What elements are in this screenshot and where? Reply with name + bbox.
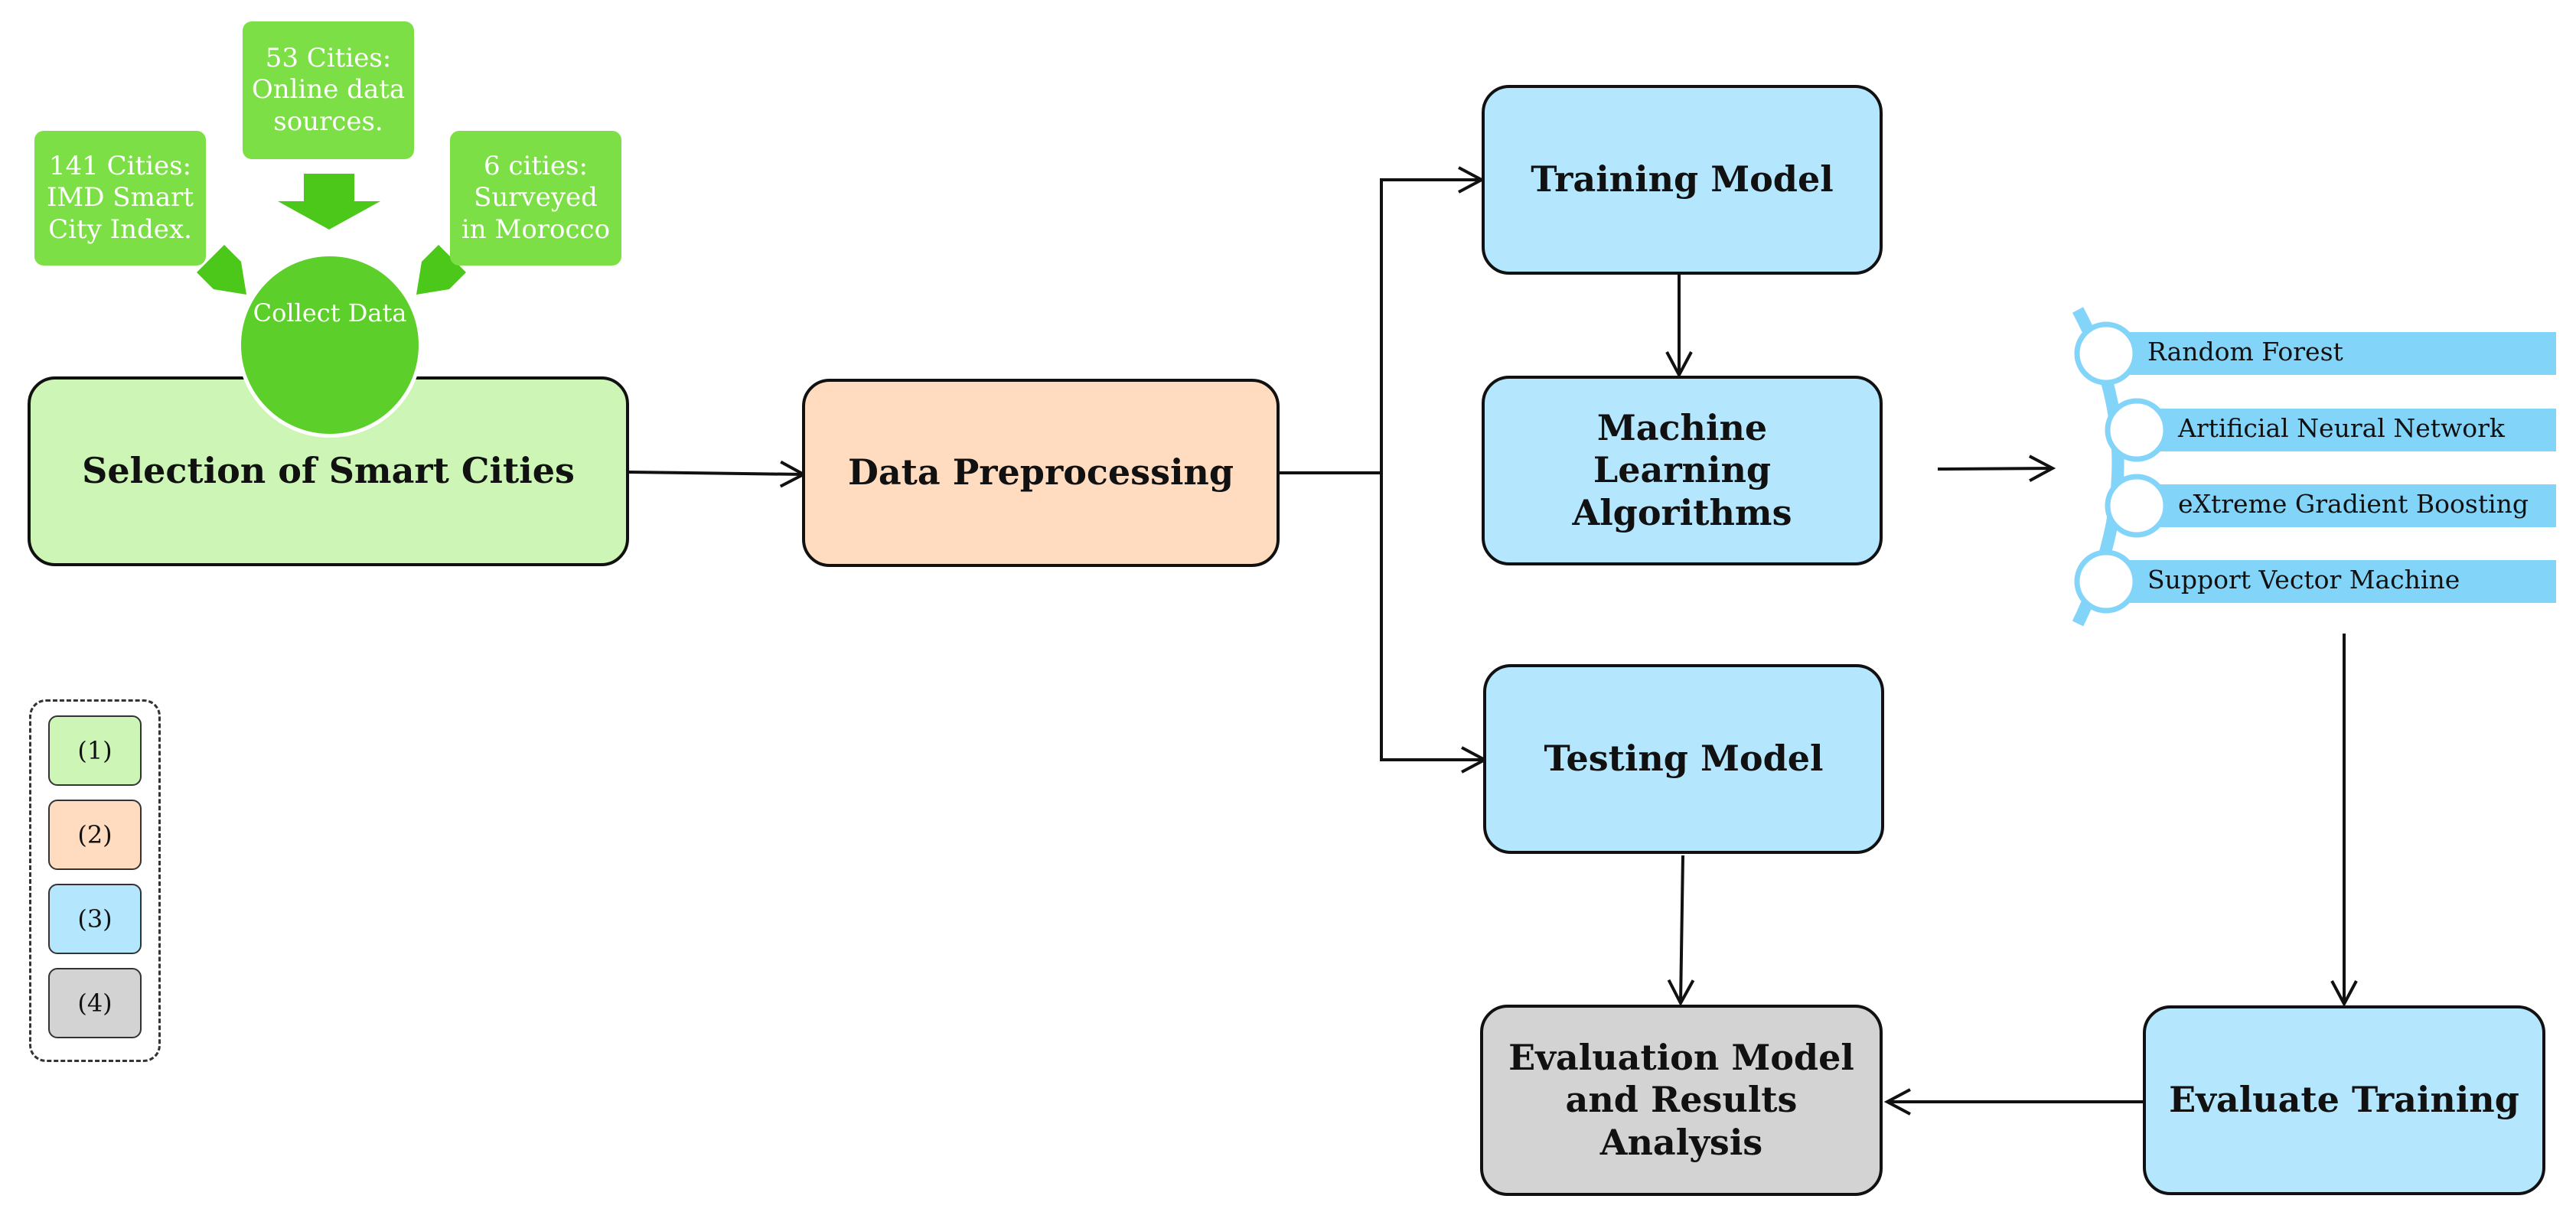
source-imd-index: 141 Cities: IMD Smart City Index.	[34, 131, 206, 266]
algo-bar-2	[2137, 409, 2556, 451]
testing-model-box: Testing Model	[1483, 664, 1884, 854]
algo-circle-2	[2105, 398, 2169, 462]
algorithm-artificial-neural-network: Artificial Neural Network	[2178, 413, 2505, 443]
arrow-to-training	[1380, 166, 1485, 473]
source-arrow-left	[197, 245, 246, 295]
machine-learning-algorithms-box: Machine Learning Algorithms	[1482, 376, 1883, 565]
training-model-box: Training Model	[1482, 85, 1883, 275]
source-online-data: 53 Cities: Online data sources.	[243, 21, 414, 159]
algorithm-xgboost: eXtreme Gradient Boosting	[2178, 489, 2529, 519]
source-morocco-survey: 6 cities: Surveyed in Morocco	[450, 131, 621, 266]
legend: (1) (2) (3) (4)	[29, 699, 161, 1062]
arrow-selection-to-preprocessing	[628, 460, 807, 488]
arrow-testing-to-evaluation	[1667, 855, 1695, 1007]
collect-data-circle: Collect Data	[237, 252, 422, 438]
legend-item-2: (2)	[48, 800, 142, 870]
algo-bar-3	[2137, 484, 2556, 527]
arrow-ml-to-algorithms	[1937, 454, 2056, 482]
legend-item-4: (4)	[48, 968, 142, 1038]
legend-item-1: (1)	[48, 715, 142, 786]
algo-circle-1	[2074, 321, 2138, 386]
algorithm-support-vector-machine: Support Vector Machine	[2147, 565, 2460, 595]
arrow-to-testing	[1380, 473, 1489, 774]
algorithm-random-forest: Random Forest	[2147, 337, 2343, 367]
algo-circle-3	[2105, 474, 2169, 538]
source-arrow-down	[278, 174, 380, 230]
source-arrow-right	[416, 245, 466, 295]
evaluation-model-box: Evaluation Model and Results Analysis	[1480, 1005, 1883, 1196]
algo-bar-1	[2128, 332, 2556, 375]
legend-item-3: (3)	[48, 884, 142, 954]
evaluate-training-box: Evaluate Training	[2143, 1005, 2545, 1195]
algo-circle-4	[2074, 549, 2138, 614]
algo-bar-4	[2128, 560, 2556, 603]
data-preprocessing-box: Data Preprocessing	[802, 379, 1280, 567]
